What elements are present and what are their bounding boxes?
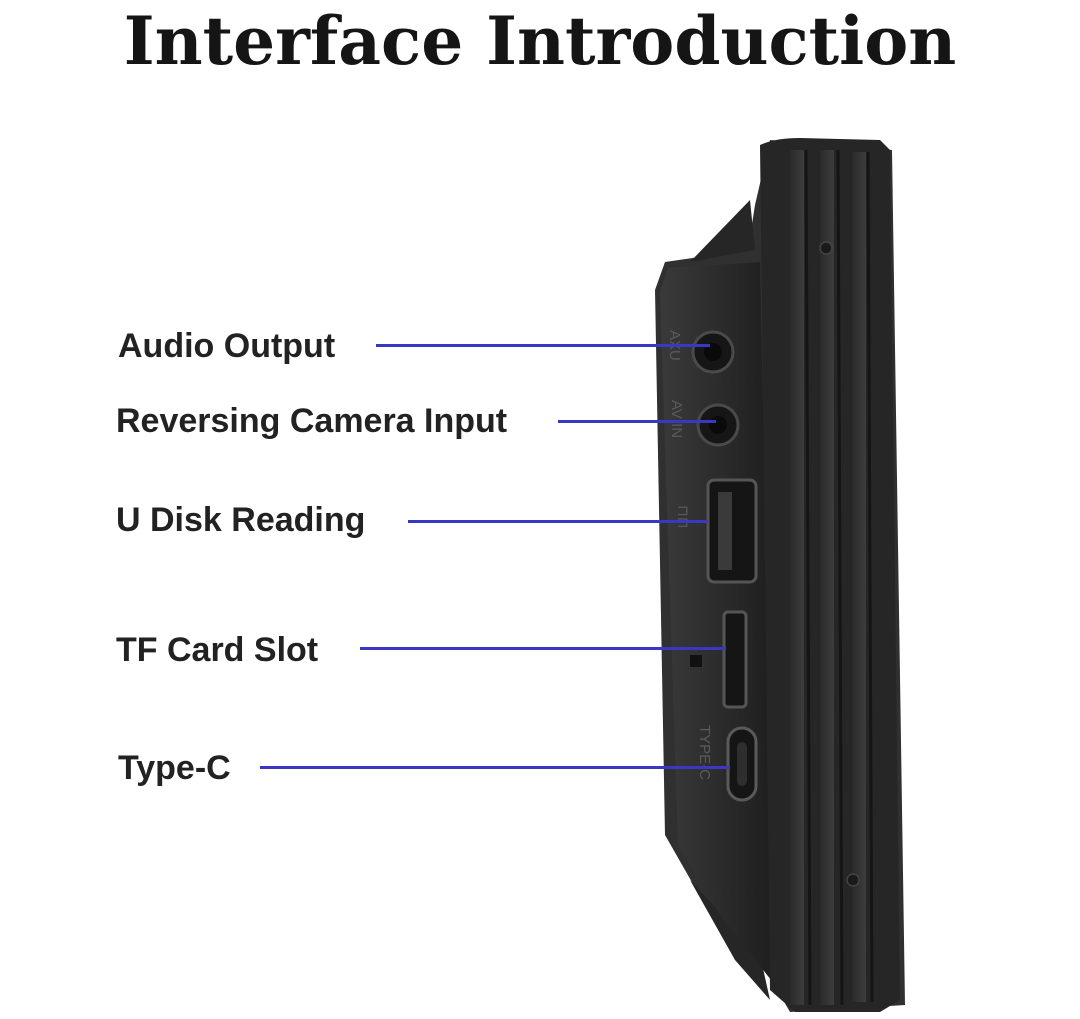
callout-tf-card-slot: TF Card Slot — [116, 631, 319, 669]
bezel-groove-3 — [866, 151, 874, 1003]
leader-line-type-c — [260, 766, 730, 769]
device-step-bottom — [690, 880, 770, 1000]
tf-indicator-mark — [690, 655, 702, 667]
screw-top — [819, 241, 833, 255]
avin-port-text: AV IN — [668, 400, 685, 438]
bezel-groove-1 — [804, 149, 812, 1006]
callout-type-c: Type-C — [118, 749, 231, 787]
callout-u-disk-reading: U Disk Reading — [116, 501, 366, 539]
screw-bottom — [846, 873, 860, 887]
leader-line-u-disk-reading — [408, 520, 708, 523]
bezel-groove-2 — [836, 149, 844, 1006]
type-c-port-text: TYPE-C — [696, 725, 713, 780]
page-title: Interface Introduction — [123, 2, 957, 80]
type-c-tongue — [737, 742, 747, 786]
bezel-rib-1 — [790, 150, 804, 1005]
device-step-top — [690, 200, 755, 262]
tf-card-slot — [722, 610, 748, 709]
port-panel — [660, 262, 775, 985]
audio-jack-hole — [704, 343, 722, 361]
leader-line-audio-output — [376, 344, 710, 347]
callout-reversing-camera-input: Reversing Camera Input — [116, 402, 508, 440]
av-in-jack-hole — [709, 416, 727, 434]
leader-line-tf-card-slot — [360, 647, 726, 650]
usb-symbol-icon: ⊓⊓ — [674, 505, 691, 528]
bezel-rib-2 — [820, 150, 834, 1005]
callout-audio-output: Audio Output — [118, 327, 336, 365]
bezel-rib-3 — [852, 152, 866, 1002]
leader-line-reversing-camera-input — [558, 420, 716, 423]
usb-port-tongue — [718, 492, 732, 570]
